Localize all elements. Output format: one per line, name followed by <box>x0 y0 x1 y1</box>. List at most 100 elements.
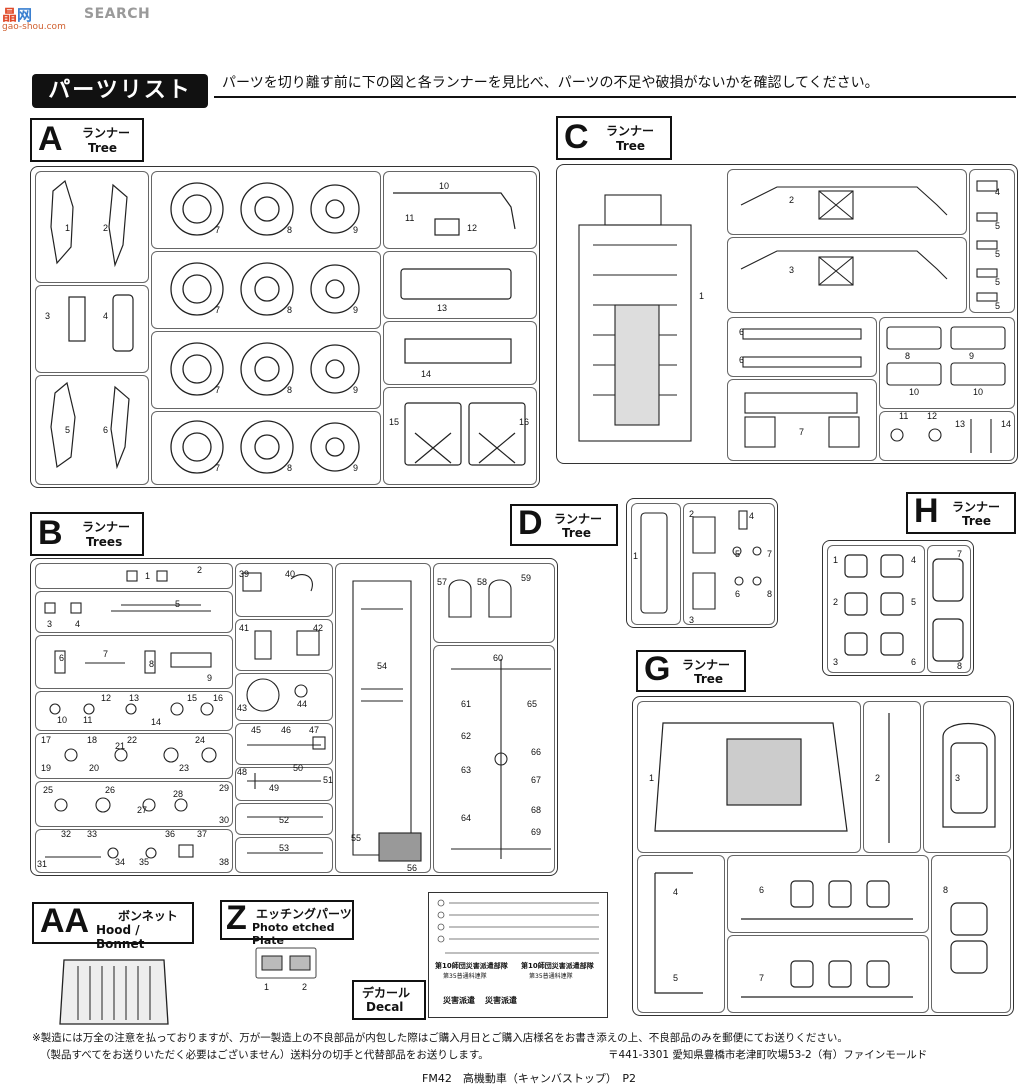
part-number: 5 <box>673 973 679 983</box>
part-number: 54 <box>377 661 388 671</box>
part-number: 56 <box>407 863 418 873</box>
page-title: パーツリスト <box>32 74 208 108</box>
part-number: 4 <box>995 187 1001 197</box>
part-number: 45 <box>251 725 262 735</box>
part-number: 8 <box>287 385 293 395</box>
part-number: 30 <box>219 815 230 825</box>
part-number: 7 <box>759 973 765 983</box>
part-number: 16 <box>213 693 224 703</box>
part-number: 32 <box>61 829 72 839</box>
part-number: 9 <box>353 305 359 315</box>
part-number: 5 <box>735 549 741 559</box>
tree-c-frame: 1 2 3 4 5 5 5 5 6 6 8 9 10 10 7 11 12 13… <box>556 164 1018 464</box>
page-number: FM42 高機動車（キャンバストップ） P2 <box>422 1072 636 1085</box>
part-number: 5 <box>995 221 1001 231</box>
part-number: 5 <box>175 599 181 609</box>
part-number: 47 <box>309 725 320 735</box>
part-number: 26 <box>105 785 116 795</box>
footer-notice: ※製造には万全の注意を払っておりますが、万が一製造上の不良部品が内包した際はご購… <box>32 1032 848 1044</box>
decal-unit-a-sub: 第35普通科連隊 <box>443 973 487 980</box>
part-number: 23 <box>179 763 190 773</box>
part-number: 44 <box>297 699 308 709</box>
part-number: 39 <box>239 569 250 579</box>
part-number: 59 <box>521 573 532 583</box>
part-number: 13 <box>437 303 448 313</box>
part-number: 1 <box>145 571 151 581</box>
part-number: 2 <box>103 223 109 233</box>
part-number: 8 <box>287 305 293 315</box>
part-number: 1 <box>633 551 639 561</box>
tree-a-label: A ランナー Tree <box>30 118 144 162</box>
part-number: 50 <box>293 763 304 773</box>
part-number: 34 <box>115 857 126 867</box>
part-number: 5 <box>995 301 1001 311</box>
part-number: 4 <box>673 887 679 897</box>
part-number: 43 <box>237 703 248 713</box>
part-number: 8 <box>287 225 293 235</box>
part-number: 8 <box>287 463 293 473</box>
part-number: 67 <box>531 775 542 785</box>
part-number: 6 <box>911 657 917 667</box>
tree-g-drawing <box>654 713 996 998</box>
tree-aa-label: AA ボンネット Hood / Bonnet <box>32 902 194 951</box>
part-number: 58 <box>477 577 488 587</box>
part-number: 13 <box>955 419 966 429</box>
part-number: 33 <box>87 829 98 839</box>
watermark-brand: SEARCH <box>84 6 151 22</box>
part-number: 5 <box>995 277 1001 287</box>
part-number: 14 <box>151 717 162 727</box>
decal-unit-b: 第10師団災害派遣部隊 <box>521 962 594 970</box>
part-number: 21 <box>115 741 126 751</box>
part-number: 6 <box>59 653 65 663</box>
decal-label: デカール Decal <box>352 980 426 1020</box>
part-number: 4 <box>75 619 81 629</box>
part-number: 3 <box>45 311 51 321</box>
part-number: 38 <box>219 857 230 867</box>
part-number: 7 <box>215 385 221 395</box>
part-number: 3 <box>789 265 795 275</box>
part-number: 3 <box>47 619 53 629</box>
part-number: 57 <box>437 577 448 587</box>
etched-plate-drawing <box>255 947 317 979</box>
part-number: 4 <box>911 555 917 565</box>
part-number: 15 <box>187 693 198 703</box>
part-number: 69 <box>531 827 542 837</box>
watermark-logo: 晶网 <box>2 6 33 24</box>
part-number: 63 <box>461 765 472 775</box>
part-number: 9 <box>353 463 359 473</box>
part-number: 64 <box>461 813 472 823</box>
part-number: 10 <box>973 387 984 397</box>
part-number: 7 <box>767 549 773 559</box>
part-number: 36 <box>165 829 176 839</box>
part-number: 61 <box>461 699 472 709</box>
part-number: 28 <box>173 789 184 799</box>
part-number: 29 <box>219 783 230 793</box>
tree-b-frame: 1 2 3 4 5 6 7 8 9 10 11 12 13 14 15 16 1… <box>30 558 558 876</box>
part-number: 3 <box>833 657 839 667</box>
part-number: 2 <box>689 509 695 519</box>
part-number: 7 <box>215 305 221 315</box>
part-number: 27 <box>137 805 148 815</box>
part-number: 10 <box>909 387 920 397</box>
part-number: 49 <box>269 783 280 793</box>
part-number: 8 <box>149 659 155 669</box>
part-number: 10 <box>57 715 68 725</box>
etched-part-1: 1 <box>264 982 270 992</box>
part-number: 5 <box>995 249 1001 259</box>
tree-h-label: H ランナー Tree <box>906 492 1016 534</box>
part-number: 5 <box>911 597 917 607</box>
part-number: 7 <box>103 649 109 659</box>
tree-d-label: D ランナー Tree <box>510 504 618 546</box>
tree-d-drawing <box>640 510 762 614</box>
tree-g-frame: 1 2 3 4 5 6 7 8 <box>632 696 1014 1016</box>
footer-notice-2: （製品すべてをお送りいただく必要はございません）送料分の切手と代替部品をお送りし… <box>40 1049 489 1061</box>
part-number: 16 <box>519 417 530 427</box>
part-number: 18 <box>87 735 98 745</box>
tree-a-drawing <box>50 179 526 474</box>
part-number: 4 <box>103 311 109 321</box>
part-number: 42 <box>313 623 324 633</box>
part-number: 62 <box>461 731 472 741</box>
header-rule <box>214 96 1016 98</box>
part-number: 4 <box>749 511 755 521</box>
part-number: 8 <box>957 661 963 671</box>
